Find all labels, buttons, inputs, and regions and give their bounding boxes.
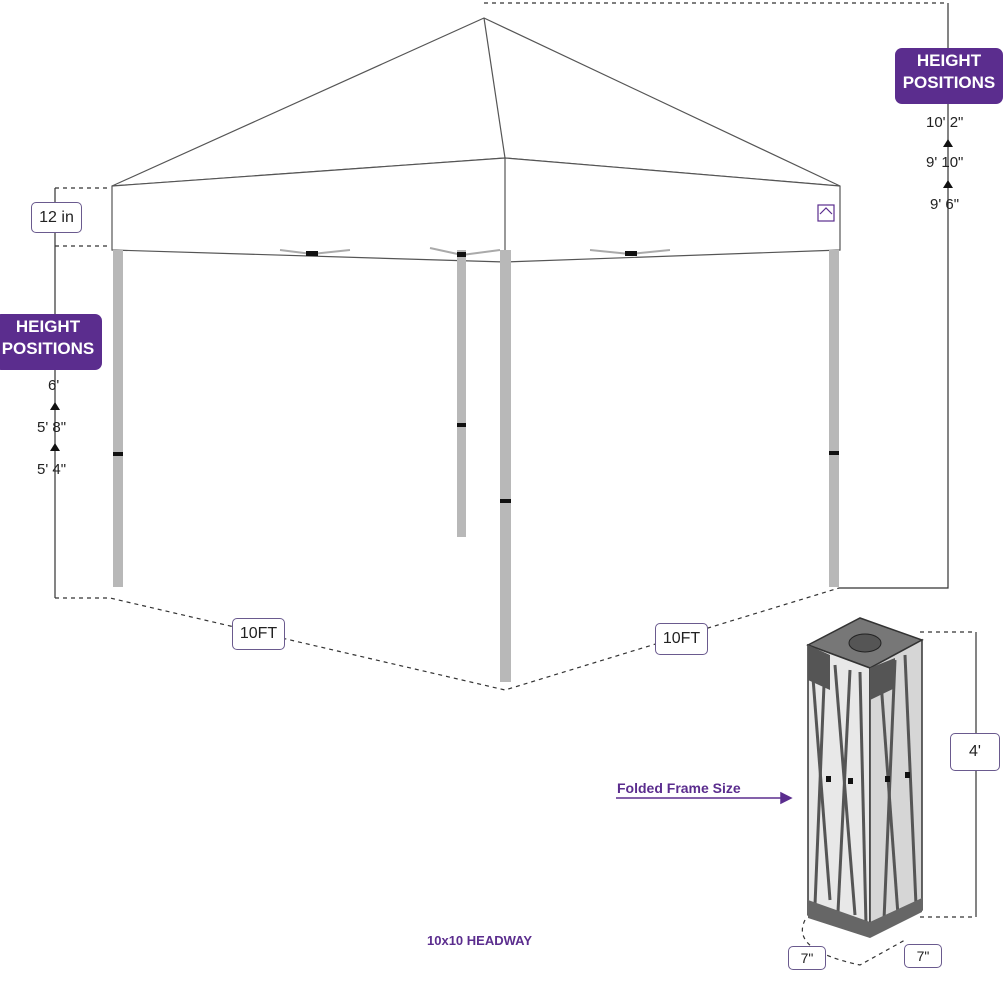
house-logo-icon	[817, 204, 835, 222]
peak-badge-line1: HEIGHT	[916, 51, 982, 70]
peak-badge-line2: POSITIONS	[902, 73, 996, 92]
peak-height-positions-badge: HEIGHT POSITIONS	[895, 48, 1003, 104]
leg-front-right	[829, 250, 839, 587]
leg-front-left	[113, 250, 123, 587]
up-arrow-icon	[50, 402, 60, 410]
peak-height-value-1: 10' 2"	[926, 114, 964, 131]
valance-height-label: 12 in	[31, 202, 82, 233]
canopy-legs	[113, 250, 839, 682]
leg-height-value-2: 5' 8"	[37, 419, 67, 436]
folded-height-label: 4'	[950, 733, 1000, 771]
leg-front-center	[500, 250, 511, 682]
peak-height-value-3: 9' 6"	[930, 196, 960, 213]
peak-height-value-2: 9' 10"	[926, 154, 964, 171]
canopy-roof	[111, 17, 841, 263]
folded-depth-right-label: 7"	[904, 944, 942, 968]
leg-height-value-3: 5' 4"	[37, 461, 67, 478]
up-arrow-icon	[50, 443, 60, 451]
folded-frame-size-label: Folded Frame Size	[617, 780, 741, 796]
folded-frame-illustration	[806, 617, 924, 938]
folded-frame-arrow	[616, 791, 793, 805]
leg-back	[457, 250, 466, 537]
width-left-label: 10FT	[232, 618, 285, 650]
leg-badge-line1: HEIGHT	[15, 317, 81, 336]
leg-height-positions-badge: HEIGHT POSITIONS	[0, 314, 102, 370]
width-right-label: 10FT	[655, 623, 708, 655]
model-name: 10x10 HEADWAY	[427, 933, 533, 948]
up-arrow-icon	[943, 139, 953, 147]
leg-badge-line2: POSITIONS	[1, 339, 95, 358]
leg-sliders	[113, 251, 839, 503]
up-arrow-icon	[943, 180, 953, 188]
leg-height-value-1: 6'	[48, 377, 60, 394]
folded-depth-left-label: 7"	[788, 946, 826, 970]
dimension-solid-lines	[54, 3, 977, 917]
